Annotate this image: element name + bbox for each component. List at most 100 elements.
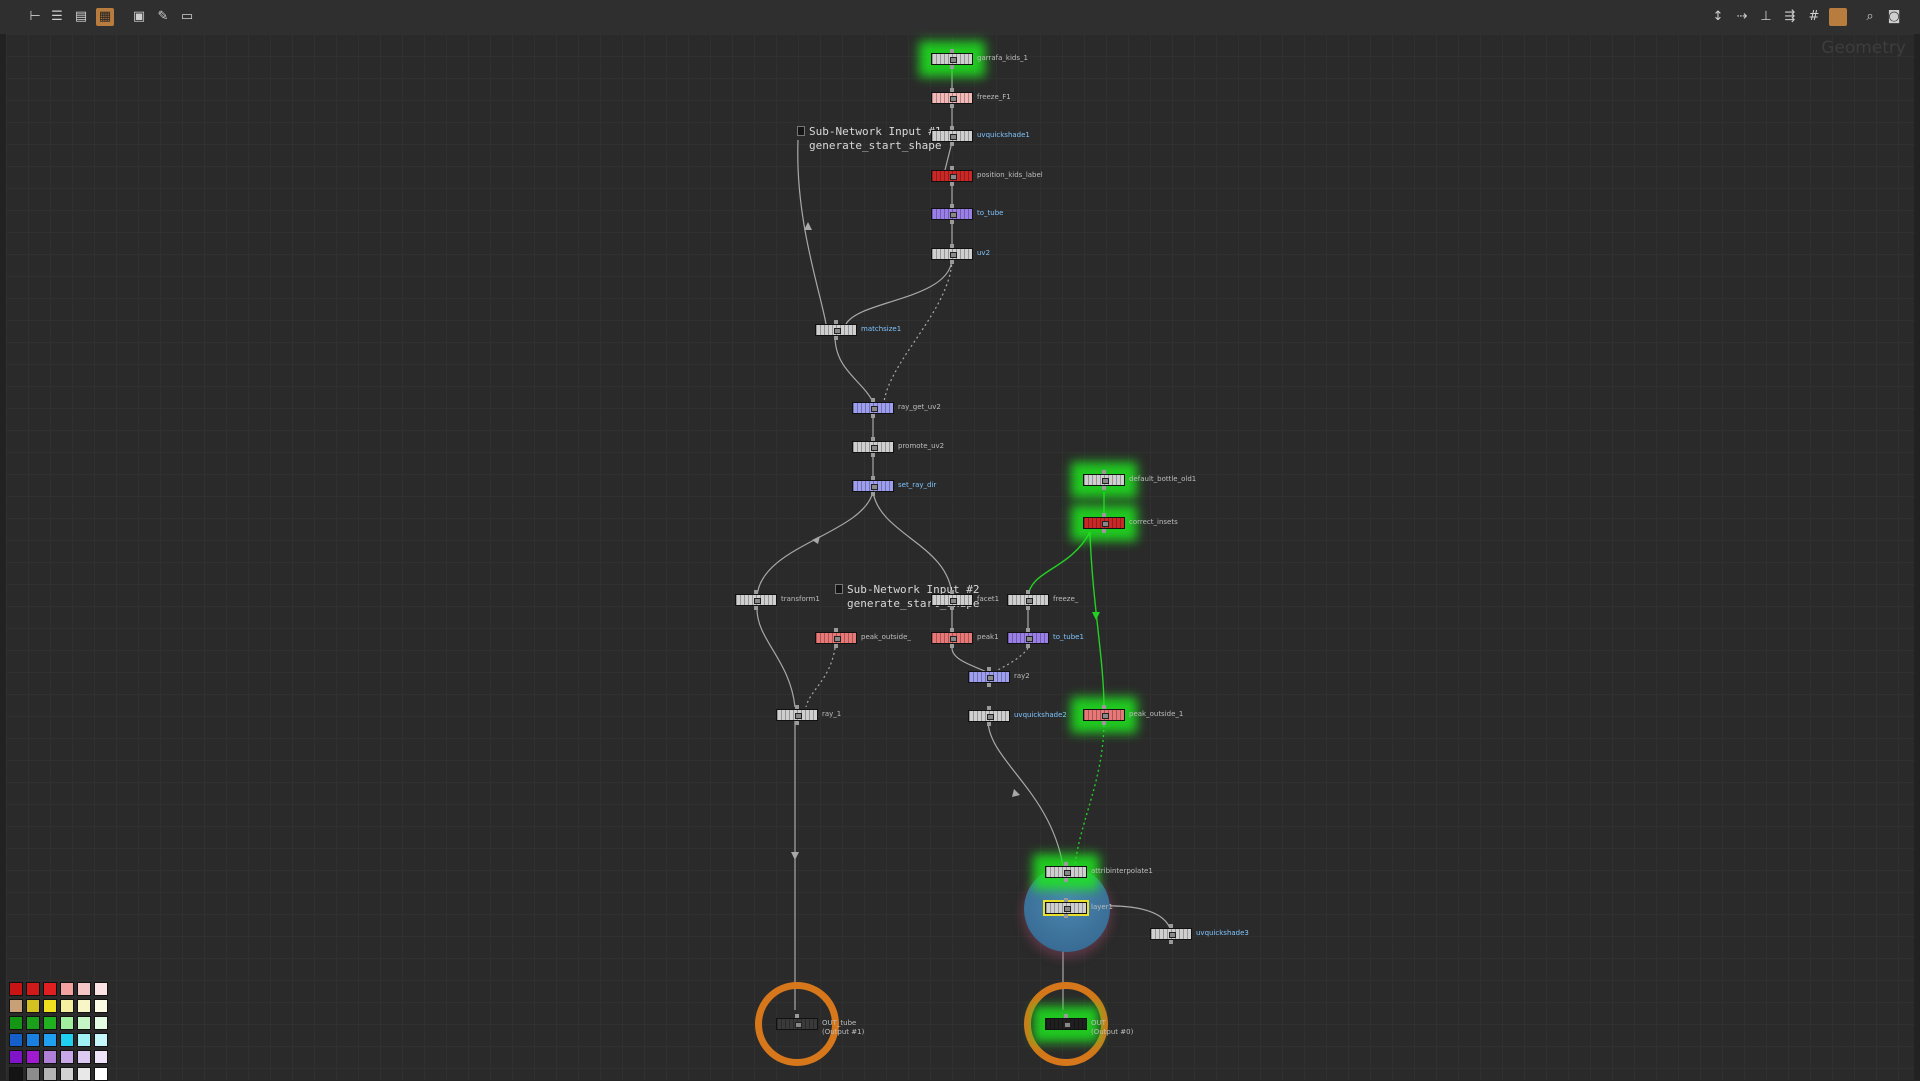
align-horizontal-icon[interactable]: ⇶: [1784, 9, 1796, 24]
palette-swatch[interactable]: [77, 1033, 91, 1047]
palette-swatch[interactable]: [43, 1050, 57, 1064]
output-port[interactable]: [871, 414, 875, 418]
node-body[interactable]: [852, 441, 894, 453]
palette-swatch[interactable]: [43, 982, 57, 996]
input-port[interactable]: [987, 706, 991, 710]
grid-toggle-icon[interactable]: #: [1808, 9, 1820, 24]
output-port[interactable]: [1102, 721, 1106, 725]
palette-swatch[interactable]: [43, 1016, 57, 1030]
input-port[interactable]: [871, 437, 875, 441]
node-body[interactable]: [776, 709, 818, 721]
node-body[interactable]: [1083, 517, 1125, 529]
input-port[interactable]: [834, 320, 838, 324]
output-port[interactable]: [950, 220, 954, 224]
input-port[interactable]: [1102, 705, 1106, 709]
output-port[interactable]: [871, 492, 875, 496]
input-port[interactable]: [834, 628, 838, 632]
input-port[interactable]: [1026, 628, 1030, 632]
output-port[interactable]: [950, 606, 954, 610]
input-port[interactable]: [795, 1014, 799, 1018]
palette-swatch[interactable]: [9, 1050, 23, 1064]
tiles-view-icon[interactable]: ▤: [74, 9, 88, 24]
right-edge-handle[interactable]: [1914, 34, 1920, 1080]
input-port[interactable]: [950, 590, 954, 594]
input-port[interactable]: [950, 244, 954, 248]
list-view-icon[interactable]: ☰: [51, 9, 63, 24]
input-port[interactable]: [950, 204, 954, 208]
palette-swatch[interactable]: [9, 1016, 23, 1030]
input-port[interactable]: [1026, 590, 1030, 594]
node-body[interactable]: [931, 170, 973, 182]
output-port[interactable]: [1102, 529, 1106, 533]
output-port[interactable]: [1102, 486, 1106, 490]
network-grid-icon[interactable]: ▦: [96, 8, 114, 26]
palette-swatch[interactable]: [94, 1050, 108, 1064]
node-body[interactable]: [1083, 474, 1125, 486]
node-body[interactable]: [931, 208, 973, 220]
output-port[interactable]: [950, 260, 954, 264]
color-fill-icon[interactable]: [1829, 8, 1847, 26]
node-body[interactable]: [776, 1018, 818, 1030]
output-port[interactable]: [987, 722, 991, 726]
input-port[interactable]: [1169, 924, 1173, 928]
output-port[interactable]: [1064, 914, 1068, 918]
node-body[interactable]: [1043, 900, 1089, 916]
zoom-icon[interactable]: ⌕: [1866, 9, 1874, 24]
node-body[interactable]: [815, 324, 857, 336]
palette-swatch[interactable]: [26, 982, 40, 996]
output-port[interactable]: [1064, 878, 1068, 882]
output-port[interactable]: [1026, 644, 1030, 648]
subnet-input-1[interactable]: Sub-Network Input #1 generate_start_shap…: [797, 125, 941, 153]
node-body[interactable]: [931, 248, 973, 260]
output-port[interactable]: [950, 65, 954, 69]
palette-swatch[interactable]: [43, 999, 57, 1013]
node-body[interactable]: [1045, 866, 1087, 878]
node-body[interactable]: [931, 53, 973, 65]
palette-swatch[interactable]: [26, 1050, 40, 1064]
input-port[interactable]: [871, 476, 875, 480]
palette-swatch[interactable]: [9, 999, 23, 1013]
input-port[interactable]: [987, 667, 991, 671]
palette-swatch[interactable]: [26, 1016, 40, 1030]
node-body[interactable]: [1045, 1018, 1087, 1030]
input-port[interactable]: [1064, 1014, 1068, 1018]
palette-swatch[interactable]: [60, 1050, 74, 1064]
layout-horizontal-icon[interactable]: ⇢: [1736, 9, 1748, 24]
output-port[interactable]: [950, 104, 954, 108]
input-port[interactable]: [1064, 862, 1068, 866]
node-body[interactable]: [735, 594, 777, 606]
output-port[interactable]: [987, 683, 991, 687]
palette-swatch[interactable]: [60, 999, 74, 1013]
palette-swatch[interactable]: [94, 982, 108, 996]
palette-swatch[interactable]: [77, 1016, 91, 1030]
input-port[interactable]: [950, 49, 954, 53]
palette-swatch[interactable]: [94, 1016, 108, 1030]
node-body[interactable]: [1007, 594, 1049, 606]
output-port[interactable]: [754, 606, 758, 610]
palette-swatch[interactable]: [60, 1033, 74, 1047]
node-body[interactable]: [1083, 709, 1125, 721]
output-port[interactable]: [950, 644, 954, 648]
snapshot-icon[interactable]: ◙: [1887, 9, 1901, 24]
node-body[interactable]: [1007, 632, 1049, 644]
input-port[interactable]: [1102, 470, 1106, 474]
node-body[interactable]: [968, 671, 1010, 683]
input-port[interactable]: [1102, 513, 1106, 517]
input-port[interactable]: [950, 88, 954, 92]
palette-swatch[interactable]: [77, 1067, 91, 1081]
input-port[interactable]: [795, 705, 799, 709]
node-body[interactable]: [931, 92, 973, 104]
palette-swatch[interactable]: [60, 1067, 74, 1081]
output-port[interactable]: [795, 721, 799, 725]
node-body[interactable]: [852, 480, 894, 492]
input-port[interactable]: [950, 126, 954, 130]
node-body[interactable]: [852, 402, 894, 414]
palette-swatch[interactable]: [77, 1050, 91, 1064]
palette-swatch[interactable]: [9, 982, 23, 996]
node-body[interactable]: [931, 632, 973, 644]
node-body[interactable]: [1150, 928, 1192, 940]
input-port[interactable]: [754, 590, 758, 594]
node-body[interactable]: [931, 130, 973, 142]
palette-swatch[interactable]: [26, 1033, 40, 1047]
palette-swatch[interactable]: [26, 999, 40, 1013]
